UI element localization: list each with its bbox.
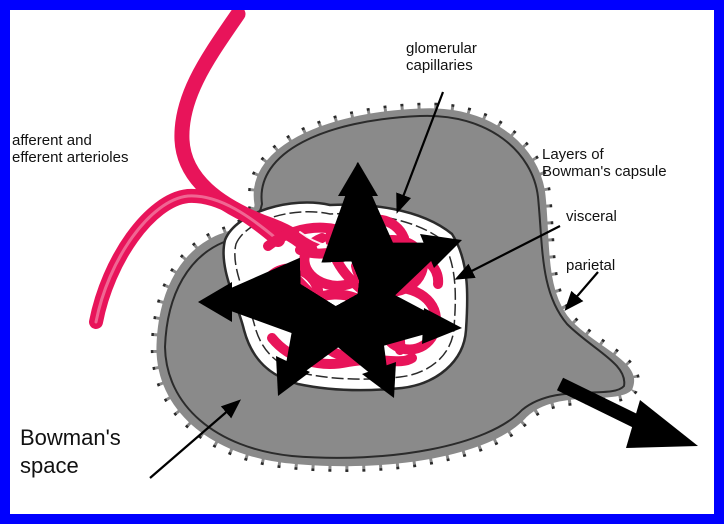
label-glomerular-capillaries: glomerular capillaries	[406, 40, 477, 75]
label-bowmans-space: Bowman's space	[20, 424, 121, 479]
label-layers-line1: Layers of	[542, 146, 667, 163]
label-afferent-efferent: afferent and efferent arterioles	[12, 132, 128, 167]
label-parietal: parietal	[566, 257, 615, 274]
label-afferent-line2: efferent arterioles	[12, 149, 128, 166]
label-space-line1: Bowman's	[20, 424, 121, 452]
label-layers-line2: Bowman's capsule	[542, 163, 667, 180]
label-glomerular-line2: capillaries	[406, 57, 477, 74]
parietal-pointer	[567, 272, 598, 308]
label-glomerular-line1: glomerular	[406, 40, 477, 57]
label-visceral: visceral	[566, 208, 617, 225]
label-layers-of-capsule: Layers of Bowman's capsule	[542, 146, 667, 181]
label-afferent-line1: afferent and	[12, 132, 128, 149]
label-space-line2: space	[20, 452, 121, 480]
